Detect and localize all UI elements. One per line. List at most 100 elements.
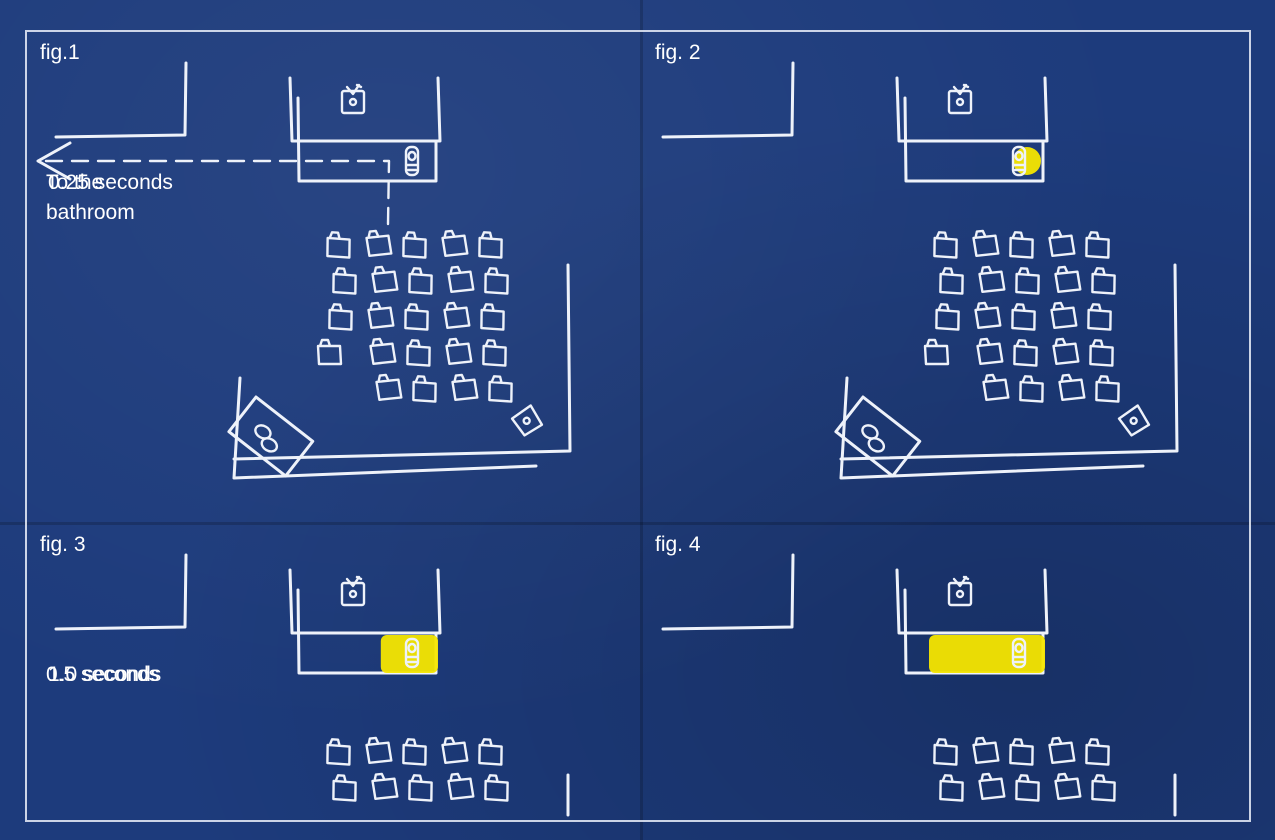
- desk-icon: [451, 373, 479, 401]
- light-spill: [380, 635, 438, 673]
- classroom-sketch: [54, 553, 570, 817]
- desk-icon: [972, 736, 1000, 764]
- desk-icon: [939, 774, 964, 802]
- sink-icon: [947, 83, 973, 115]
- desk-icon: [441, 229, 469, 257]
- figure-label: fig. 4: [655, 533, 701, 556]
- bathroom-wall: [895, 568, 1049, 635]
- desk-icon: [1091, 774, 1116, 802]
- desk-icon: [1013, 339, 1038, 367]
- desk-icon: [982, 373, 1010, 401]
- desk-icon: [484, 267, 509, 295]
- desk-icon: [923, 338, 950, 366]
- desk-icon: [404, 303, 429, 331]
- desk-icon: [974, 301, 1002, 329]
- arrow-left-icon: [36, 141, 72, 181]
- light-spill: [929, 635, 1045, 673]
- desk-icon: [1009, 231, 1034, 259]
- desk-icon: [482, 339, 507, 367]
- desk-icon: [328, 303, 353, 331]
- wall: [54, 61, 188, 139]
- desk-icon: [1091, 267, 1116, 295]
- desk-icon: [412, 375, 437, 403]
- desk-icon: [408, 774, 433, 802]
- wall: [661, 61, 795, 139]
- sink-icon: [340, 83, 366, 115]
- desk-icon: [1019, 375, 1044, 403]
- desk-icon: [332, 774, 357, 802]
- desk-icon: [1058, 373, 1086, 401]
- desk-icon: [316, 338, 343, 366]
- desk-icon: [406, 339, 431, 367]
- desk-icon: [1085, 738, 1110, 766]
- bathroom-wall: [895, 76, 1049, 143]
- desk-icon: [441, 736, 469, 764]
- trash-can-icon: [1117, 404, 1151, 437]
- desk-icon: [978, 265, 1006, 293]
- desk-icon: [408, 267, 433, 295]
- classroom-sketch: [661, 61, 1179, 480]
- desk-icon: [1085, 231, 1110, 259]
- toilet-icon: [404, 145, 420, 177]
- bathroom-wall: [296, 96, 438, 183]
- desk-icon: [443, 301, 471, 329]
- light-spill: [1013, 147, 1041, 175]
- desk-icon: [369, 337, 397, 365]
- desk-icon: [326, 738, 351, 766]
- desk-icon: [1011, 303, 1036, 331]
- figure-caption: To the bathroom: [46, 171, 135, 224]
- desk-icon: [935, 303, 960, 331]
- desk-icon: [402, 231, 427, 259]
- shoes-icon: [254, 424, 279, 453]
- figure-4-panel: fig. 4: [643, 525, 1249, 820]
- classroom-wall: [232, 263, 572, 480]
- frame-border: [25, 30, 1251, 822]
- desk-icon: [1054, 265, 1082, 293]
- desk-icon: [933, 231, 958, 259]
- trash-can-icon: [510, 404, 544, 437]
- desk-icon: [1054, 772, 1082, 800]
- figure-label: fig.1: [40, 41, 80, 64]
- desk-icon: [1089, 339, 1114, 367]
- bathroom-wall: [903, 96, 1045, 183]
- figure-caption: 0.5 seconds: [46, 663, 160, 686]
- desk-icon: [1015, 774, 1040, 802]
- desk-icon: [478, 231, 503, 259]
- figure-label: fig. 3: [40, 533, 86, 556]
- classroom-wall: [839, 263, 1179, 480]
- figure-2-panel: fig. 2: [643, 33, 1249, 522]
- desk-icon: [332, 267, 357, 295]
- figure-3-sketch: [54, 553, 570, 817]
- classroom-sketch: [36, 61, 572, 480]
- desk-icon: [1009, 738, 1034, 766]
- desk-icon: [1087, 303, 1112, 331]
- desk-icon: [933, 738, 958, 766]
- toilet-icon: [404, 637, 420, 669]
- bathroom-wall: [288, 76, 442, 143]
- desk-icon: [447, 265, 475, 293]
- desk-icon: [371, 772, 399, 800]
- classroom-sketch: [661, 553, 1177, 817]
- desk-icon: [371, 265, 399, 293]
- desk-icon: [1095, 375, 1120, 403]
- desk-icon: [478, 738, 503, 766]
- fold-crease-vertical: [640, 0, 643, 840]
- desk-icon: [1015, 267, 1040, 295]
- desk-icon: [365, 736, 393, 764]
- desk-icon: [402, 738, 427, 766]
- desk-icon: [447, 772, 475, 800]
- figure-1-panel: fig.1: [28, 33, 640, 522]
- desk-icon: [1050, 301, 1078, 329]
- desk-icon: [972, 229, 1000, 257]
- toilet-icon: [1011, 145, 1027, 177]
- teacher-desk-icon: [834, 395, 922, 478]
- fold-crease-horizontal: [0, 522, 1275, 525]
- toilet-icon: [1011, 637, 1027, 669]
- figure-label: fig. 2: [655, 41, 701, 64]
- desk-icon: [445, 337, 473, 365]
- wall: [661, 553, 795, 631]
- figure-4-sketch: [661, 553, 1177, 817]
- desk-icon: [488, 375, 513, 403]
- desk-icon: [480, 303, 505, 331]
